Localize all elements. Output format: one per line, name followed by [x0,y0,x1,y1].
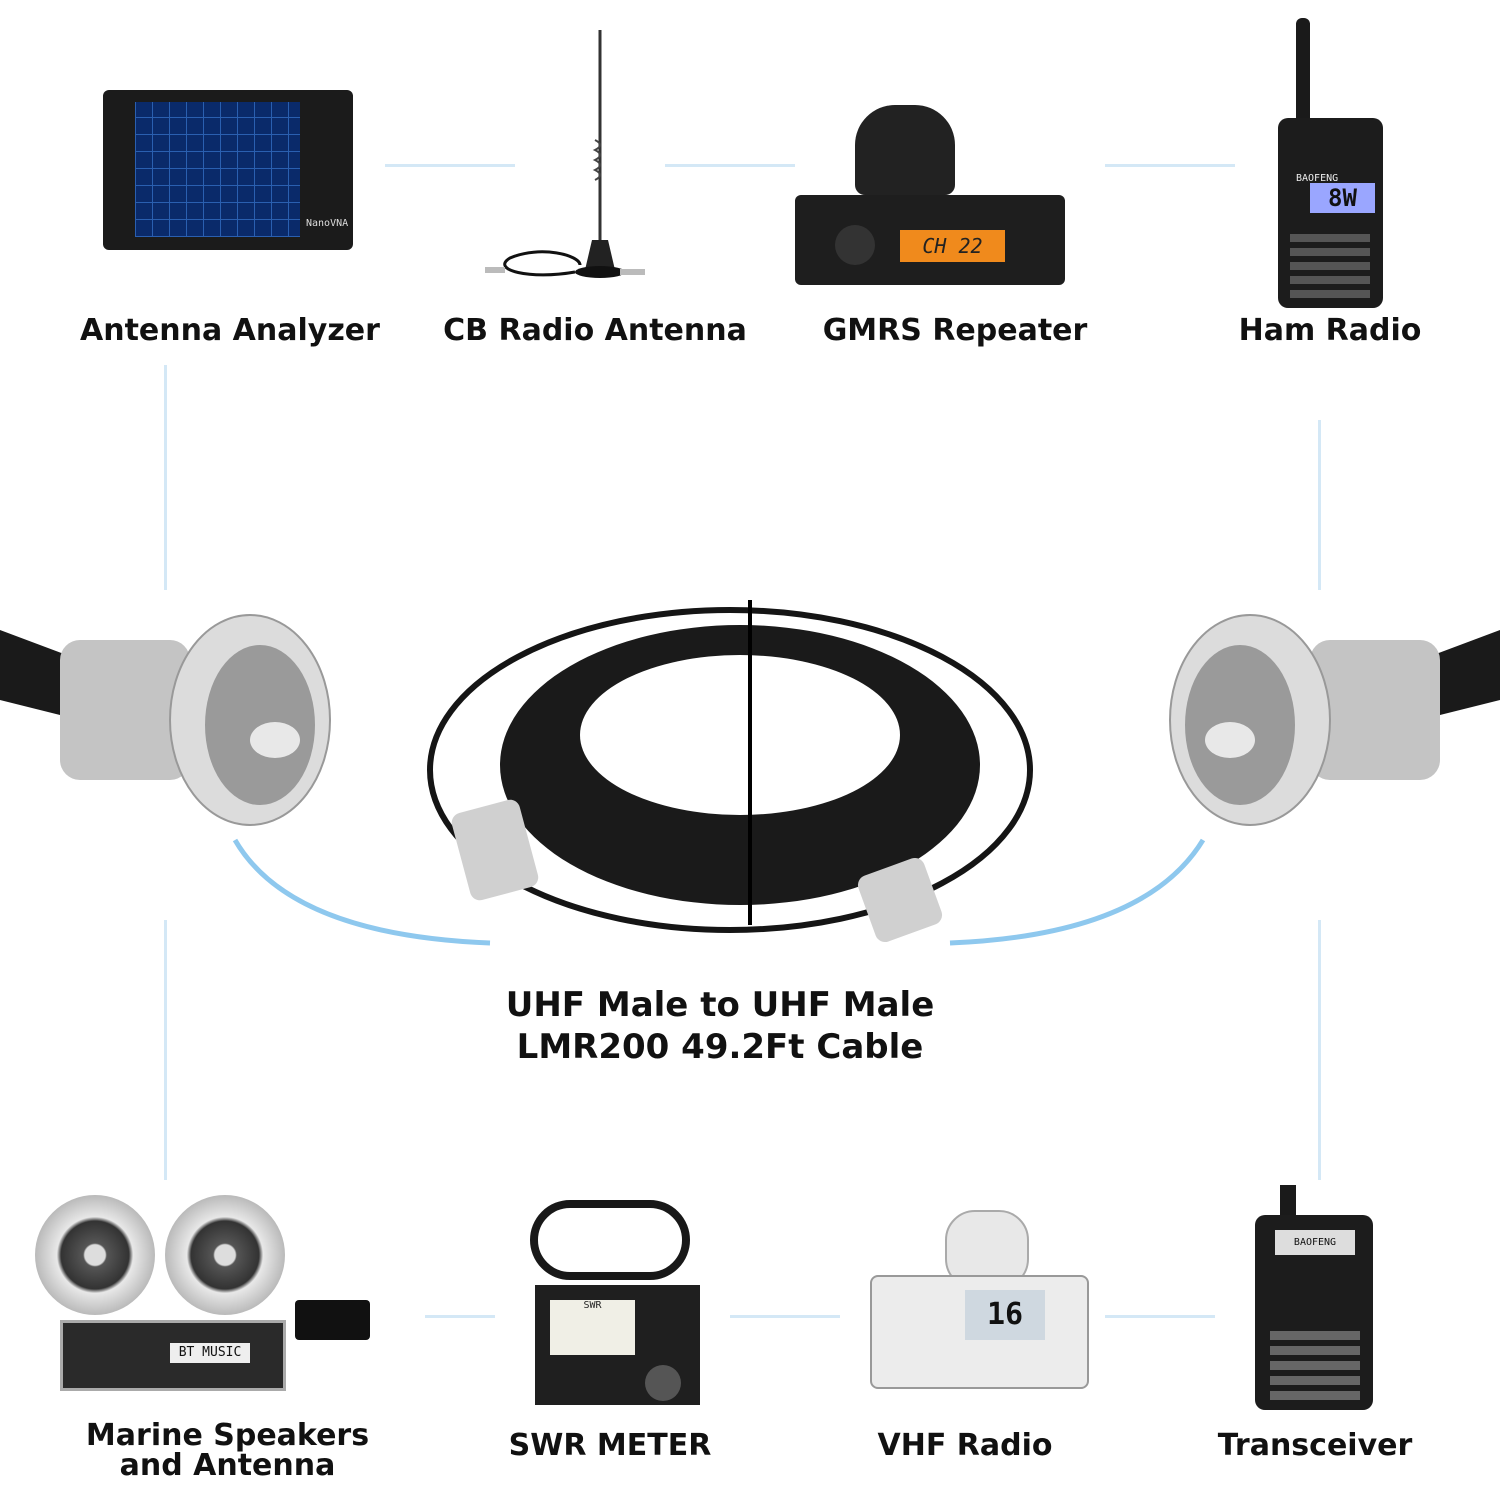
connector-line [1105,164,1235,167]
analyzer-screen [135,102,300,237]
label-marine-line2: and Antenna [119,1448,336,1483]
head-unit-display: BT MUSIC [170,1343,250,1363]
ham-radio-image: BAOFENG 8W [1278,18,1388,308]
label-swr-meter: SWR METER [508,1428,712,1463]
knob [835,225,875,265]
connector-line [1318,920,1321,1180]
label-cb-radio-antenna: CB Radio Antenna [443,313,747,348]
swr-meter-image: SWR [520,1200,700,1410]
connector-line [1318,420,1321,590]
label-gmrs-repeater: GMRS Repeater [822,313,1088,348]
uhf-connector-left [0,614,331,826]
connector-line [164,365,167,590]
vhf-display: 16 [965,1290,1045,1340]
speaker [165,1195,285,1315]
connector-line [385,164,515,167]
center-title-line2: LMR200 49.2Ft Cable [516,1027,924,1067]
cable-loop [530,1200,690,1280]
cb-antenna-image [485,30,645,278]
uhf-connector-right [1169,614,1500,826]
label-transceiver: Transceiver [1217,1428,1413,1463]
analyzer-brand: NanoVNA [306,218,349,229]
vhf-radio-image: 16 [845,1210,1095,1400]
gmrs-display: CH 22 [900,230,1005,262]
transceiver-image: BAOFENG [1255,1185,1375,1410]
ham-brand: BAOFENG [1296,173,1339,184]
label-vhf-radio: VHF Radio [877,1428,1053,1463]
label-antenna-analyzer: Antenna Analyzer [80,313,380,348]
connector-line [730,1315,840,1318]
center-title-line1: UHF Male to UHF Male [505,985,935,1025]
label-ham-radio: Ham Radio [1238,313,1422,348]
antenna-analyzer-image: NanoVNA [103,90,353,250]
gmrs-repeater-image: CH 22 [795,100,1115,290]
coiled-cable-image [427,600,1033,943]
transceiver-display: BAOFENG [1275,1230,1355,1255]
blue-arc-left [232,838,491,946]
meter-knob [645,1365,681,1401]
connector-line [1105,1315,1215,1318]
microphone [855,105,955,195]
marine-speakers-image: BT MUSIC [30,1195,420,1391]
connector-line [164,920,167,1180]
antenna [1296,18,1310,128]
meter-face: SWR [550,1300,635,1355]
antenna-box [295,1300,370,1340]
connector-line [425,1315,495,1318]
speaker [35,1195,155,1315]
connector-line [665,164,795,167]
label-marine-line1: Marine Speakers [85,1418,370,1453]
keypad [1290,233,1370,298]
ham-display: 8W [1310,183,1375,213]
keypad [1270,1325,1360,1400]
blue-arc-right [949,838,1206,946]
